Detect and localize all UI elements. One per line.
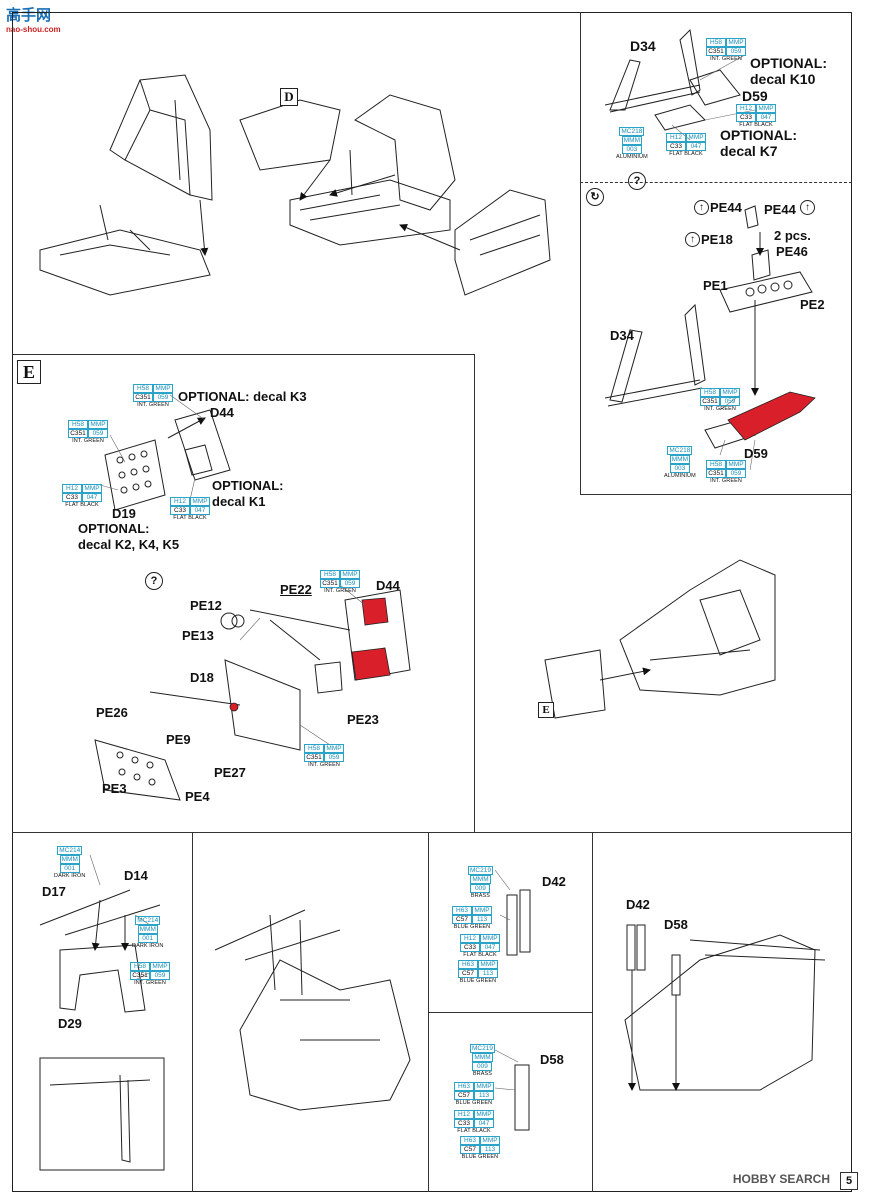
part-label-d42: D42: [626, 897, 650, 912]
part-label-d19: D19: [112, 506, 136, 521]
divider: [192, 832, 193, 1192]
decal-label: decal K2, K4, K5: [78, 537, 180, 552]
paint-callout: MC218 MMM 003 ALUMINIUM: [664, 446, 696, 479]
divider: [592, 832, 593, 1192]
optional-label: OPTIONAL:: [78, 521, 150, 536]
decal-label: decal K1: [212, 494, 266, 509]
part-label-pe18: PE18: [701, 232, 733, 247]
part-label-d44: D44: [210, 405, 234, 420]
quantity-label: 2 pcs.: [774, 228, 811, 243]
part-label-pe2: PE2: [800, 297, 825, 312]
part-label-d29: D29: [58, 1016, 82, 1031]
divider: [474, 354, 475, 832]
part-label-pe22: PE22: [280, 582, 312, 597]
watermark-logo: 高手网 nao-shou.com: [6, 4, 61, 34]
paint-callout: MC219 MMM 009 BRASS: [470, 1044, 495, 1077]
part-label-d59: D59: [744, 446, 768, 461]
watermark-bottom: nao-shou.com: [6, 25, 61, 34]
divider: [580, 182, 852, 183]
divider: [580, 494, 852, 495]
part-label-pe4: PE4: [185, 789, 210, 804]
part-label-d59: D59: [742, 88, 768, 104]
part-label-pe12: PE12: [190, 598, 222, 613]
optional-label: OPTIONAL:: [212, 478, 284, 493]
step-d-marker: D: [280, 88, 298, 106]
part-label-pe44: PE44: [764, 202, 796, 217]
paint-callout: MC214 MMM 001 DARK IRON: [132, 916, 164, 949]
decal-label: decal K10: [750, 71, 816, 87]
divider: [580, 12, 581, 494]
part-label-d42: D42: [542, 874, 566, 889]
part-label-d34: D34: [610, 328, 634, 343]
step-e-marker: E: [17, 360, 41, 384]
part-label-pe13: PE13: [182, 628, 214, 643]
part-label-pe23: PE23: [347, 712, 379, 727]
optional-label: OPTIONAL:: [720, 127, 797, 143]
step-e-small-marker: E: [538, 702, 554, 718]
divider: [428, 1012, 592, 1013]
paint-callout: MC219 MMM 009 BRASS: [468, 866, 493, 899]
footer-brand: HOBBY SEARCH: [732, 1172, 830, 1186]
question-icon: ?: [145, 572, 163, 590]
part-label-pe1: PE1: [703, 278, 728, 293]
part-label-pe3: PE3: [102, 781, 127, 796]
optional-decal-k3: OPTIONAL: decal K3: [178, 389, 307, 404]
optional-label: OPTIONAL:: [750, 55, 827, 71]
decal-label: decal K7: [720, 143, 778, 159]
part-label-d34: D34: [630, 38, 656, 54]
part-label-pe44: PE44: [710, 200, 742, 215]
part-label-d58: D58: [664, 917, 688, 932]
watermark-top: 高手网: [6, 7, 52, 24]
paint-callout: MC218 MMM 003 ALUMINIUM: [616, 127, 648, 160]
part-label-pe46: PE46: [776, 244, 808, 259]
bend-icon: ↑: [800, 200, 815, 215]
part-label-d17: D17: [42, 884, 66, 899]
page-frame: [12, 12, 852, 1192]
page-number: 5: [840, 1172, 858, 1190]
question-icon: ?: [628, 172, 646, 190]
part-label-d58: D58: [540, 1052, 564, 1067]
divider: [12, 832, 852, 833]
rotate-icon: ↻: [586, 188, 604, 206]
bend-icon: ↑: [685, 232, 700, 247]
part-label-d18: D18: [190, 670, 214, 685]
bend-icon: ↑: [694, 200, 709, 215]
paint-callout: MC214 MMM 001 DARK IRON: [54, 846, 86, 879]
part-label-d14: D14: [124, 868, 148, 883]
part-label-pe9: PE9: [166, 732, 191, 747]
divider: [12, 354, 474, 355]
part-label-d44: D44: [376, 578, 400, 593]
part-label-pe27: PE27: [214, 765, 246, 780]
part-label-pe26: PE26: [96, 705, 128, 720]
